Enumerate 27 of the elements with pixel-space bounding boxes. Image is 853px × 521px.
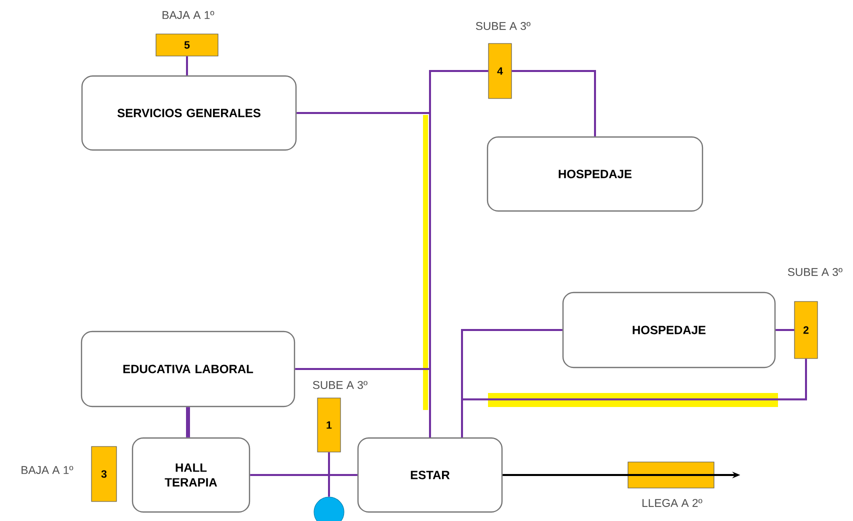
connector-line <box>328 452 330 497</box>
room-box: HOSPEDAJE <box>562 292 776 368</box>
connector-line <box>186 56 188 76</box>
connector-line <box>295 368 431 438</box>
floor-note: SUBE A 3º <box>476 22 530 30</box>
numbered-box: 5 <box>156 34 218 56</box>
room-box: HALL TERAPIA <box>132 437 250 513</box>
room-box: EDUCATIVA LABORAL <box>80 330 296 408</box>
floor-note: SUBE A 3º <box>312 380 368 389</box>
numbered-box: 1 <box>317 398 341 452</box>
connector-line <box>512 70 596 136</box>
room-box: SERVICIOS GENERALES <box>81 75 297 151</box>
elevator-bar <box>628 462 714 488</box>
connector-line <box>250 474 358 476</box>
connector-line <box>776 329 794 331</box>
circle <box>314 496 344 521</box>
floor-note: BAJA A 1º <box>22 466 74 474</box>
floor-note: SUBE A 3º <box>788 268 842 276</box>
connector-line <box>186 407 190 438</box>
numbered-box: 2 <box>794 301 818 359</box>
floor-note: LLEGA A 2º <box>642 498 702 507</box>
floor-note: BAJA A 1º <box>162 10 214 19</box>
connector-line <box>461 358 807 438</box>
room-box: ESTAR <box>357 437 503 513</box>
room-box: HOSPEDAJE <box>486 136 704 212</box>
numbered-box: 3 <box>91 446 117 502</box>
numbered-box: 4 <box>488 43 512 99</box>
